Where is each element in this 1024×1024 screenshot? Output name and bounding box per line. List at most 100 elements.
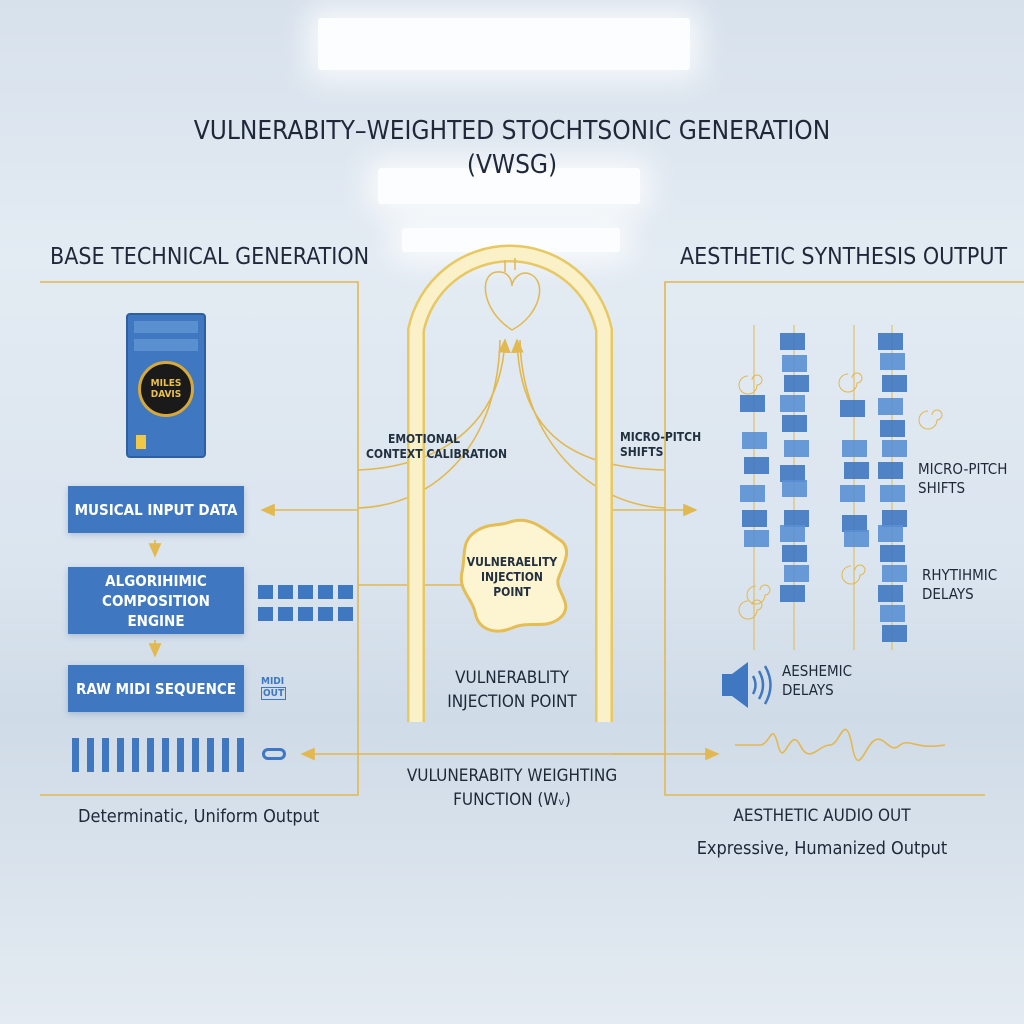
swirl-icon: [738, 599, 763, 620]
piano-key: [177, 738, 184, 772]
note-block: [840, 400, 865, 417]
piano-key: [207, 738, 214, 772]
note-block: [784, 375, 809, 392]
ceiling-light: [378, 168, 640, 204]
piano-key: [117, 738, 124, 772]
arch: [407, 244, 613, 722]
note-block: [880, 420, 905, 437]
heart-icon: [484, 258, 541, 331]
note-block: [882, 510, 907, 527]
note-block: [878, 585, 903, 602]
left-caption: Determinatic, Uniform Output: [78, 806, 320, 827]
note-block: [780, 585, 805, 602]
note-block: [780, 333, 805, 350]
note-block: [740, 485, 765, 502]
musical-input-box: MUSICAL INPUT DATA: [68, 486, 244, 533]
piano-key: [162, 738, 169, 772]
note-block: [742, 432, 767, 449]
piano-key: [147, 738, 154, 772]
grid-cell: [298, 585, 313, 599]
note-block: [878, 398, 903, 415]
piano-key: [132, 738, 139, 772]
miles-davis-badge: MILES DAVIS: [138, 361, 194, 417]
note-block: [782, 355, 807, 372]
grid-cell: [338, 606, 353, 621]
note-block: [882, 375, 907, 392]
title-line1: VULNERABITY–WEIGHTED STOCHTSONIC GENERAT…: [193, 116, 831, 146]
piano-key: [237, 738, 244, 772]
grid-cell: [258, 606, 273, 621]
raw-midi-box: RAW MIDI SEQUENCE: [68, 665, 244, 712]
server-icon: MILES DAVIS: [126, 313, 206, 458]
note-block: [782, 545, 807, 562]
usb-icon: [262, 748, 286, 760]
note-block: [882, 565, 907, 582]
swirl-icon: [738, 374, 763, 395]
grid-cell: [278, 606, 293, 621]
note-block: [878, 333, 903, 350]
note-block: [880, 545, 905, 562]
note-block: [882, 625, 907, 642]
note-block: [880, 485, 905, 502]
swirl-icon: [841, 564, 866, 585]
note-block: [840, 485, 865, 502]
note-block: [780, 465, 805, 482]
waveform-icon: [735, 728, 946, 762]
note-block: [780, 395, 805, 412]
left-frame: [40, 281, 359, 796]
right-frame: [664, 281, 1024, 796]
right-heading: AESTHETIC SYNTHESIS OUTPUT: [680, 244, 1008, 270]
note-block: [744, 530, 769, 547]
note-columns: [738, 325, 943, 650]
note-block: [782, 480, 807, 497]
note-block: [842, 440, 867, 457]
piano-key: [87, 738, 94, 772]
note-block: [878, 525, 903, 542]
note-block: [878, 462, 903, 479]
data-grid-icon: [258, 585, 358, 623]
note-block: [882, 440, 907, 457]
title-line2: (VWSG): [466, 150, 558, 180]
grid-cell: [258, 585, 273, 599]
grid-cell: [318, 585, 333, 599]
right-caption: Expressive, Humanized Output: [696, 838, 948, 859]
note-block: [880, 353, 905, 370]
audio-out-label: AESTHETIC AUDIO OUT: [733, 806, 911, 826]
note-block: [744, 457, 769, 474]
injection-blob: [459, 518, 568, 633]
note-block: [844, 462, 869, 479]
grid-cell: [278, 585, 293, 599]
note-block: [784, 440, 809, 457]
left-heading: BASE TECHNICAL GENERATION: [50, 244, 370, 270]
note-block: [844, 530, 869, 547]
note-block: [780, 525, 805, 542]
composition-engine-box: ALGORIHIMIC COMPOSITION ENGINE: [68, 567, 244, 634]
note-block: [880, 605, 905, 622]
swirl-icon: [838, 372, 863, 393]
note-block: [740, 395, 765, 412]
piano-key: [102, 738, 109, 772]
note-block: [782, 415, 807, 432]
ceiling-light: [318, 18, 690, 70]
grid-cell: [298, 606, 313, 621]
swirl-icon: [918, 409, 943, 430]
swirl-icon: [746, 584, 771, 605]
note-block: [742, 510, 767, 527]
piano-key: [192, 738, 199, 772]
note-block: [784, 510, 809, 527]
piano-key: [222, 738, 229, 772]
note-block: [842, 515, 867, 532]
note-block: [784, 565, 809, 582]
grid-cell: [318, 606, 333, 621]
piano-key: [72, 738, 79, 772]
